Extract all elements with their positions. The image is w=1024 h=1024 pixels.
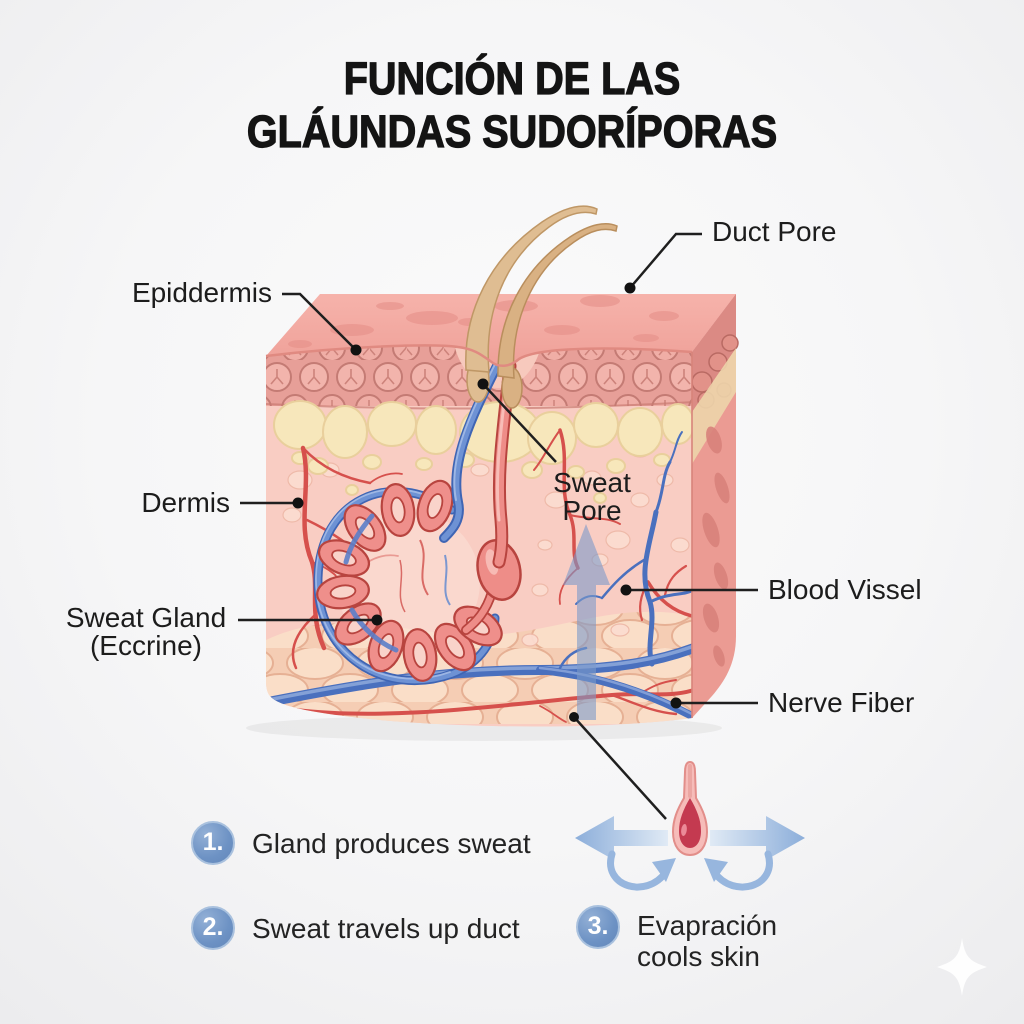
- page-title: FUNCIÓN DE LAS GLÁUNDAS SUDORÍPORAS: [246, 52, 778, 157]
- skin-side-face: [691, 294, 739, 718]
- evaporation-icon: [575, 760, 805, 891]
- step-1-text: Gland produces sweat: [252, 827, 531, 859]
- skin-front-edge: [265, 344, 693, 368]
- leader-sweat-pore: [482, 383, 557, 463]
- label-epidermis: Epiddermis: [131, 277, 272, 308]
- leader-evaporation: [573, 716, 667, 820]
- leader-duct-pore: [629, 232, 702, 289]
- skin-block: [265, 205, 739, 727]
- step-3: 3. Evapración cools skin: [576, 905, 815, 972]
- sweat-flow-arrow: [563, 524, 610, 720]
- label-duct-pore: Duct Pore: [712, 216, 837, 247]
- label-sweat-gland: Sweat Gland (Eccrine): [65, 602, 227, 661]
- hair-strands: [465, 205, 618, 409]
- leader-dots: [292, 282, 682, 722]
- label-sweat-pore: Sweat Pore: [553, 467, 631, 526]
- evap-arrow-right: [710, 816, 805, 860]
- evap-arrow-left: [575, 816, 668, 860]
- leader-lines: [238, 232, 758, 820]
- label-nerve-fiber: Nerve Fiber: [768, 687, 915, 718]
- step-2-badge: 2.: [191, 906, 235, 950]
- step-3-badge: 3.: [576, 905, 620, 949]
- leader-epidermis: [282, 292, 357, 351]
- step-2: 2. Sweat travels up duct: [191, 906, 520, 950]
- evap-curl-arrows: [607, 850, 773, 891]
- label-blood-vessel: Blood Vissel: [768, 574, 922, 605]
- fat-layer: [273, 400, 692, 504]
- step-1: 1. Gland produces sweat: [191, 821, 531, 865]
- sweat-gland-coil: [316, 479, 503, 682]
- label-dermis: Dermis: [141, 487, 230, 518]
- step-2-text: Sweat travels up duct: [252, 912, 520, 944]
- step-1-badge: 1.: [191, 821, 235, 865]
- sweat-droplet-icon: [671, 760, 709, 857]
- sparkle-watermark: [937, 938, 987, 996]
- step-3-text: Evapración cools skin: [637, 910, 778, 972]
